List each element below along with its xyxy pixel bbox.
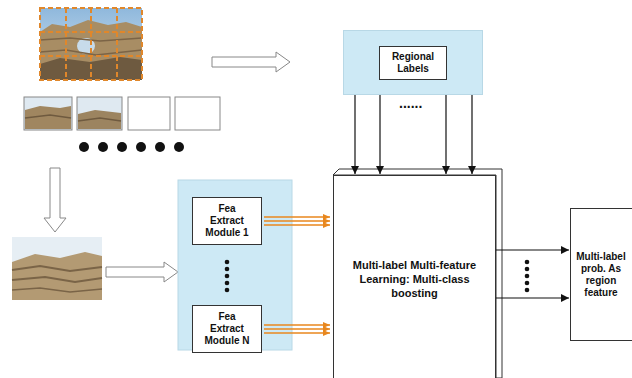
- grid-lines: [90, 8, 92, 80]
- learning-box: Multi-label Multi-feature Learning: Mult…: [333, 175, 496, 378]
- image-patch: [25, 106, 71, 129]
- image-patch: [77, 97, 122, 130]
- vertical-dots: [225, 274, 230, 279]
- empty-patch: [175, 97, 220, 130]
- image-patch: [77, 97, 122, 130]
- vertical-dots: [225, 260, 230, 293]
- node-text: Fea Extract Module N: [203, 311, 251, 347]
- connector: [472, 95, 473, 174]
- image-patch: [24, 97, 72, 130]
- label-panel: Regional Labels: [343, 30, 483, 95]
- coast-photo: [40, 8, 142, 80]
- node-text: Multi-label prob. As region feature: [573, 251, 629, 299]
- grid-lines: [40, 55, 142, 57]
- ellipsis-dots: [136, 142, 146, 152]
- connector: [446, 95, 447, 174]
- image-patch: [25, 115, 71, 118]
- hollow-arrow: [106, 262, 178, 282]
- connector-line: [471, 95, 472, 174]
- vertical-dots: [225, 267, 230, 272]
- enlarged-patch: [12, 288, 102, 292]
- ellipsis-dots: [155, 142, 165, 152]
- node-text: Multi-label Multi-feature Learning: Mult…: [342, 258, 487, 300]
- connector-line: [264, 332, 330, 334]
- connector: [380, 95, 381, 174]
- vertical-dots: [525, 260, 530, 265]
- empty-patch: [128, 97, 170, 130]
- image-patch: [78, 118, 121, 121]
- enlarged-patch: [12, 237, 102, 300]
- connector-line: [264, 324, 330, 326]
- grid-lines: [40, 8, 142, 80]
- process-box: Fea Extract Module N: [192, 305, 262, 353]
- enlarged-patch: [12, 252, 102, 300]
- node-text: Regional Labels: [379, 46, 447, 80]
- ellipsis-dots: [98, 142, 108, 152]
- grid-lines: [116, 8, 118, 80]
- process-box: Fea Extract Module 1: [192, 197, 262, 245]
- connector-line: [496, 297, 569, 298]
- connector-line: [445, 95, 446, 174]
- ellipsis-dots: [117, 142, 127, 152]
- ellipsis-label: ......: [399, 96, 422, 110]
- connector-line: [264, 224, 330, 226]
- enlarged-patch: [12, 277, 102, 282]
- connector: [264, 217, 330, 225]
- output-box: Multi-label prob. As region feature: [570, 208, 632, 341]
- image-patch: [78, 110, 121, 129]
- vertical-dots: [525, 267, 530, 272]
- vertical-dots: [525, 281, 530, 286]
- connector: [496, 298, 569, 299]
- coast-photo: [40, 8, 142, 80]
- connector: [264, 325, 330, 333]
- vertical-dots: [225, 281, 230, 286]
- enlarged-patch: [12, 237, 102, 300]
- connector-line: [496, 249, 569, 250]
- ellipsis-dots: [79, 142, 184, 152]
- enlarged-patch: [12, 266, 102, 271]
- hollow-arrow: [212, 52, 290, 72]
- vertical-dots: [525, 288, 530, 293]
- grid-lines: [40, 31, 142, 33]
- vertical-dots: [525, 260, 530, 293]
- connector: [496, 250, 569, 251]
- connector-line: [264, 328, 330, 330]
- connector: [355, 95, 356, 174]
- connector-line: [264, 216, 330, 218]
- grid-lines: [65, 8, 67, 80]
- grid-lines: [40, 8, 142, 80]
- node-text: Fea Extract Module 1: [203, 203, 251, 239]
- connector-line: [264, 220, 330, 222]
- vertical-dots: [225, 288, 230, 293]
- connector-line: [379, 95, 380, 174]
- connector-line: [354, 95, 355, 174]
- vertical-dots: [225, 260, 230, 265]
- image-patch: [24, 97, 72, 130]
- vertical-dots: [525, 274, 530, 279]
- ellipsis-dots: [79, 142, 89, 152]
- ellipsis-dots: [174, 142, 184, 152]
- hollow-arrow: [44, 168, 66, 232]
